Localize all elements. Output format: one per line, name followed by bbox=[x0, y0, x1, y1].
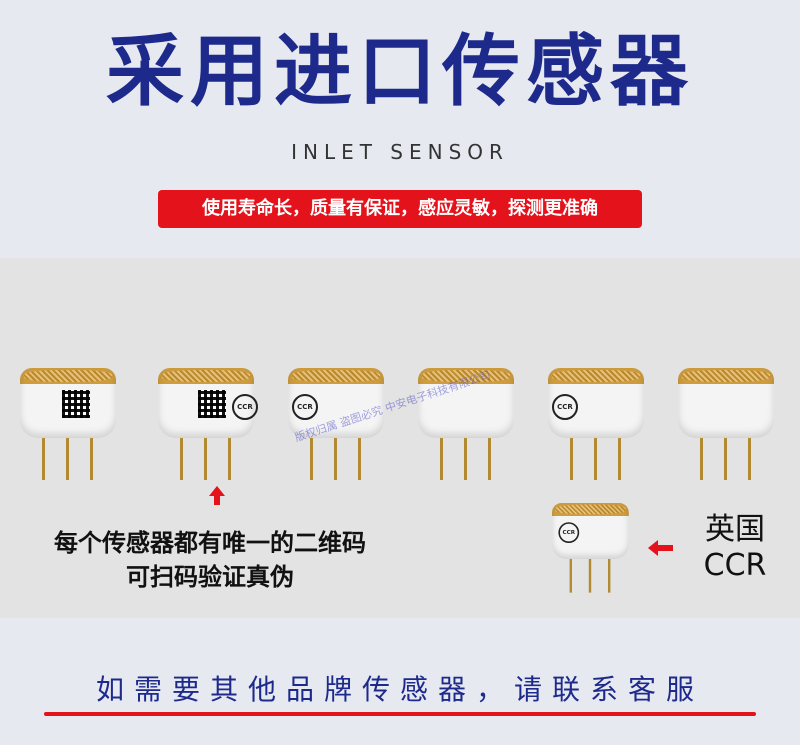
sensor-photo bbox=[418, 368, 514, 488]
product-photo: CCR CCR CCR CCR 版权归属 盗图必究 中安电子科技有限公司 bbox=[0, 258, 800, 618]
sensor-photo: CCR bbox=[158, 368, 258, 488]
qr-note: 每个传感器都有唯一的二维码 可扫码验证真伪 bbox=[40, 526, 380, 594]
contact-underline bbox=[44, 712, 756, 716]
sensor-photo bbox=[20, 368, 116, 488]
arrow-up-stem bbox=[214, 495, 220, 505]
qr-code-icon bbox=[62, 390, 90, 418]
arrow-up-icon bbox=[209, 486, 225, 496]
sensor-photo: CCR bbox=[548, 368, 644, 488]
ccr-logo-icon: CCR bbox=[292, 394, 318, 420]
ccr-logo-icon: CCR bbox=[552, 394, 578, 420]
arrow-left-icon bbox=[648, 540, 658, 556]
ccr-caption-line1: 英国 bbox=[705, 512, 765, 547]
footer-section bbox=[0, 618, 800, 745]
page-subtitle: INLET SENSOR bbox=[291, 140, 509, 164]
arrow-left-stem bbox=[657, 545, 673, 551]
qr-note-line1: 每个传感器都有唯一的二维码 bbox=[54, 529, 366, 557]
ccr-caption-line2: CCR bbox=[703, 548, 767, 583]
sensor-photo bbox=[678, 368, 774, 488]
header-section: 采用进口传感器 INLET SENSOR 使用寿命长，质量有保证，感应灵敏，探测… bbox=[0, 0, 800, 258]
qr-note-line2: 可扫码验证真伪 bbox=[126, 563, 294, 591]
sensor-photo: CCR bbox=[288, 368, 384, 488]
ccr-logo-icon: CCR bbox=[232, 394, 258, 420]
ccr-logo-icon: CCR bbox=[558, 522, 580, 543]
ccr-sensor-photo: CCR bbox=[552, 503, 629, 599]
page-title: 采用进口传感器 bbox=[105, 27, 694, 117]
qr-code-icon bbox=[198, 390, 226, 418]
contact-service-text: 如需要其他品牌传感器，请联系客服 bbox=[95, 673, 704, 706]
tagline-banner: 使用寿命长，质量有保证，感应灵敏，探测更准确 bbox=[158, 190, 642, 228]
ccr-caption: 英国 CCR bbox=[690, 512, 780, 584]
